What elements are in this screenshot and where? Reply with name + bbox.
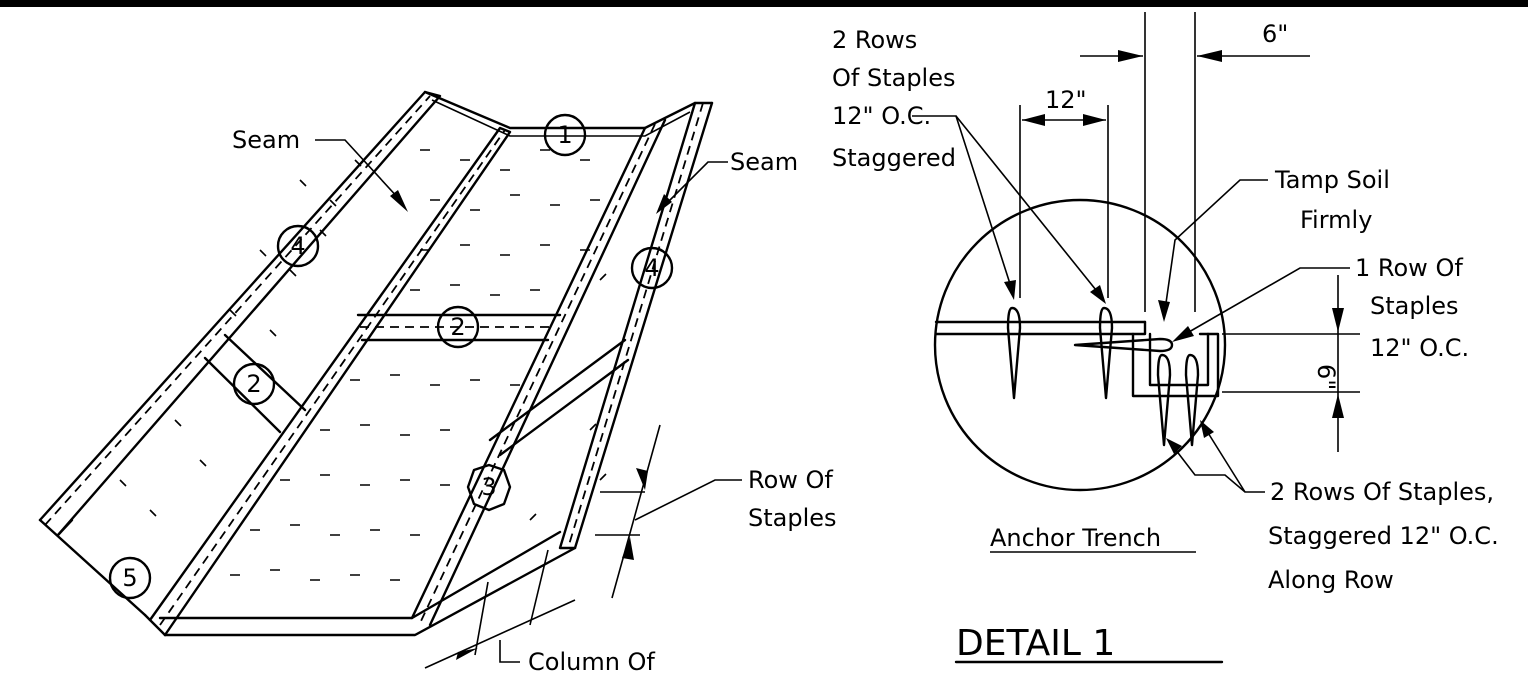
dim-6-top-label: 6" (1262, 20, 1288, 48)
tamp-label-1: Tamp Soil (1274, 166, 1390, 194)
staple-2 (1098, 306, 1114, 400)
staple-1 (1006, 306, 1022, 400)
callout-1: 1 (543, 113, 587, 157)
dim-6-side-arrow-top (1332, 308, 1344, 332)
svg-text:4: 4 (290, 232, 305, 260)
one-row-arrow (1172, 326, 1194, 342)
callout-2-middle: 2 (436, 305, 480, 349)
svg-text:1: 1 (557, 121, 572, 149)
svg-text:3: 3 (481, 473, 496, 501)
two-rows-arrow-2 (1090, 285, 1106, 304)
stagger-arrow-1 (1166, 438, 1182, 454)
svg-text:2: 2 (450, 313, 465, 341)
stagger-label-3: Along Row (1268, 566, 1394, 594)
staple-3 (1156, 353, 1172, 447)
tamp-arrow (1158, 300, 1170, 322)
two-rows-label-2: Of Staples (832, 64, 956, 92)
anchor-trench-detail (933, 198, 1227, 492)
svg-text:2: 2 (246, 370, 261, 398)
staple-dash-pattern (119, 149, 607, 581)
one-row-label-1: 1 Row Of (1355, 254, 1463, 282)
dim-6-arrow-right (1197, 50, 1222, 62)
dim-12-label: 12" (1045, 86, 1087, 114)
row-of-staples-label-2: Staples (748, 504, 837, 532)
staple-4 (1184, 353, 1200, 447)
tamp-label-2: Firmly (1300, 206, 1372, 234)
column-dim-arrow (456, 648, 478, 660)
row-dim-arrow-top (636, 468, 648, 490)
anchor-trench-caption: Anchor Trench (990, 524, 1161, 552)
two-rows-label-1: 2 Rows (832, 26, 917, 54)
one-row-label-3: 12" O.C. (1370, 334, 1469, 362)
top-border (0, 0, 1528, 7)
seam-left-arrow (390, 190, 408, 212)
dim-6-side-label: 6" (1312, 364, 1340, 390)
svg-text:4: 4 (644, 254, 659, 282)
column-of-label: Column Of (528, 648, 655, 676)
callout-5: 5 (108, 556, 152, 600)
detail-title: DETAIL 1 (956, 623, 1115, 664)
dim-12-arrow-right (1083, 114, 1106, 126)
dim-12-arrow-left (1022, 114, 1045, 126)
stagger-label-2: Staggered 12" O.C. (1268, 522, 1499, 550)
svg-text:5: 5 (122, 564, 137, 592)
callout-4-right: 4 (630, 246, 674, 290)
staple-horizontal (1073, 337, 1174, 353)
dim-6-arrow-left (1118, 50, 1143, 62)
callout-3: 3 (466, 463, 512, 512)
seam-right-label: Seam (730, 148, 798, 176)
one-row-label-2: Staples (1370, 292, 1459, 320)
stagger-arrow-2 (1200, 420, 1214, 438)
seam-left-label: Seam (232, 126, 300, 154)
channel-isometric (38, 90, 714, 637)
callout-2-left: 2 (232, 362, 276, 406)
dim-6-side-arrow-bottom (1332, 394, 1344, 418)
two-rows-label-4: Staggered (832, 144, 956, 172)
callout-4-left: 4 (276, 224, 320, 268)
seam-right-arrow (656, 194, 672, 214)
row-dim-arrow-bottom (622, 537, 634, 560)
stagger-label-1: 2 Rows Of Staples, (1270, 478, 1494, 506)
two-rows-arrow-1 (1004, 280, 1016, 300)
row-of-staples-label-1: Row Of (748, 466, 833, 494)
